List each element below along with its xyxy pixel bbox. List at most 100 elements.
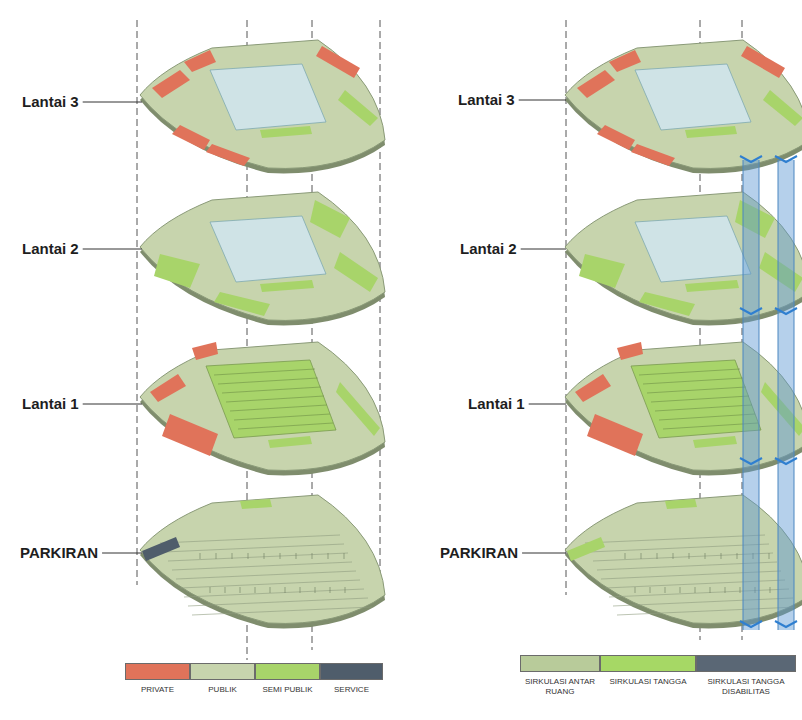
shaft-level-mark [740, 156, 762, 162]
plate-floor [565, 342, 802, 470]
semi-public-zone [579, 254, 625, 288]
parking-line [168, 553, 348, 561]
leader-line [83, 404, 142, 405]
floor-plate [140, 40, 385, 173]
semi-public-zone [260, 280, 314, 292]
seating-line [639, 369, 740, 375]
parking-stall [673, 553, 674, 559]
semi-public-zone [268, 436, 312, 448]
legend-label: PRIVATE [125, 685, 190, 695]
plate-floor [140, 495, 385, 623]
leader-line [529, 404, 566, 405]
private-zone [617, 342, 643, 360]
parking-line [160, 535, 340, 543]
legend-swatch [520, 655, 600, 672]
plate-floor [140, 192, 385, 320]
plate-floor [140, 342, 385, 470]
guide-line [380, 20, 381, 600]
semi-public-zone [763, 90, 802, 126]
seating-line [226, 396, 324, 402]
shaft-level-mark [740, 308, 762, 314]
legend-swatch [320, 663, 383, 680]
parking-stall [200, 553, 201, 559]
shaft-level-mark [740, 458, 762, 464]
service-zone [142, 537, 180, 561]
stair-zone [567, 537, 605, 561]
stair-zone [240, 499, 272, 509]
shaft-edge [778, 160, 779, 630]
seating-line [218, 378, 318, 384]
parking-stall [710, 587, 711, 593]
parking-stall [737, 553, 738, 559]
floor-label: Lantai 2 [460, 240, 517, 258]
private-zone [609, 50, 641, 72]
private-zone [631, 144, 675, 166]
parking-stall [665, 587, 666, 593]
parking-stall [345, 587, 346, 593]
guide-line [137, 20, 138, 585]
parking-stall [330, 587, 331, 593]
legend-label: SERVICE [320, 685, 383, 695]
parking-stall [210, 587, 211, 593]
floor-plate [565, 342, 802, 475]
seating-line [234, 414, 330, 420]
seating-line [643, 378, 743, 384]
shaft-edge [743, 160, 744, 630]
floor-label: Lantai 1 [22, 395, 79, 413]
parking-stall [689, 553, 690, 559]
legend-swatch [255, 663, 320, 680]
floor-plate [565, 192, 802, 325]
private-zone [162, 414, 218, 456]
legend-label: PUBLIK [190, 685, 255, 695]
floor-label: PARKIRAN [440, 544, 518, 562]
parking-stall [705, 553, 706, 559]
private-zone [172, 125, 210, 150]
parking-line [585, 535, 765, 543]
shaft-level-mark [775, 621, 797, 627]
leader-line [102, 553, 142, 554]
semi-public-zone [154, 254, 200, 288]
private-zone [575, 374, 611, 402]
parking-stall [635, 587, 636, 593]
parking-line [609, 589, 789, 597]
atrium-void [210, 64, 326, 130]
parking-stall [344, 553, 345, 559]
floor-label: Lantai 1 [468, 395, 525, 413]
seating-line [230, 405, 327, 411]
legend-swatch [600, 655, 696, 672]
parking-stall [285, 587, 286, 593]
leader-line [83, 249, 142, 250]
leader-line [521, 249, 566, 250]
semi-public-zone [693, 436, 737, 448]
parking-line [192, 607, 372, 615]
parking-line [184, 589, 364, 597]
parking-stall [695, 587, 696, 593]
legend-label: SIRKULASI TANGGA [600, 677, 696, 687]
parking-line [172, 562, 352, 570]
parking-stall [721, 553, 722, 559]
parking-stall [264, 553, 265, 559]
semi-public-zone [214, 292, 270, 316]
semi-public-zone [639, 292, 695, 316]
floor-label: PARKIRAN [20, 544, 98, 562]
private-zone [741, 46, 785, 78]
floor-plate [140, 495, 385, 628]
plate-floor [565, 40, 802, 168]
seating-line [651, 396, 749, 402]
parking-stall [770, 587, 771, 593]
shaft-level-mark [740, 621, 762, 627]
parking-stall [216, 553, 217, 559]
legend-swatch [125, 663, 190, 680]
parking-line [180, 580, 360, 588]
semi-public-zone [338, 90, 378, 126]
parking-line [617, 607, 797, 615]
seating-line [238, 423, 333, 429]
floor-plate [565, 495, 802, 628]
semi-public-zone [685, 280, 739, 292]
hall-floor [631, 360, 761, 438]
legend-label: SIRKULASI ANTAR RUANG [520, 677, 600, 697]
parking-stall [270, 587, 271, 593]
atrium-void [635, 64, 751, 130]
